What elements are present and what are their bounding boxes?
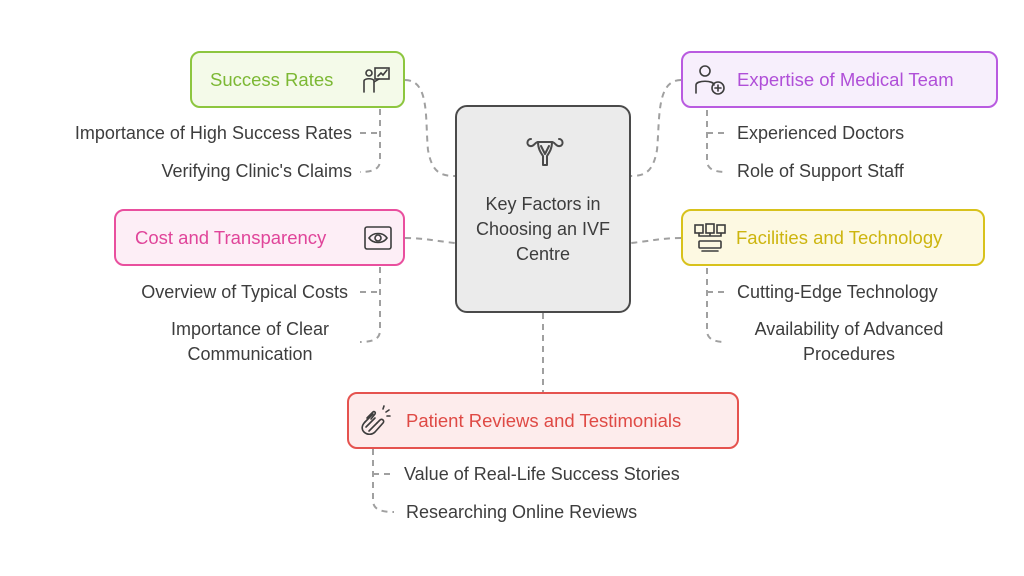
connector-expertise-items	[706, 110, 727, 173]
connector-success	[404, 79, 456, 177]
presentation-chart-icon	[363, 67, 390, 93]
node-patient-reviews[interactable]: Patient Reviews and Testimonials	[347, 392, 739, 449]
clapping-hands-icon	[361, 405, 391, 436]
center-title: Key Factors in Choosing an IVF Centre	[475, 194, 611, 264]
connector-cost	[404, 237, 456, 244]
connector-success-items	[359, 109, 381, 173]
node-facilities-title: Facilities and Technology	[736, 226, 943, 248]
success-item-1: Importance of High Success Rates	[74, 123, 352, 143]
center-node[interactable]: Key Factors in Choosing an IVF Centre	[455, 105, 631, 313]
connector-cost-items	[359, 267, 381, 343]
node-success-rates-title: Success Rates	[210, 68, 334, 90]
node-cost-transparency[interactable]: Cost and Transparency	[114, 209, 405, 266]
facilities-item-1: Cutting-Edge Technology	[737, 282, 938, 302]
node-reviews-title: Patient Reviews and Testimonials	[406, 409, 682, 431]
expertise-item-1: Experienced Doctors	[737, 123, 905, 143]
eye-transparency-icon	[364, 226, 392, 250]
doctor-medical-icon	[695, 65, 725, 95]
reviews-item-1: Value of Real-Life Success Stories	[404, 464, 680, 484]
facilities-item-2: Availability of Advanced Procedures	[754, 319, 944, 364]
cost-item-1: Overview of Typical Costs	[141, 282, 348, 302]
success-item-2: Verifying Clinic's Claims	[161, 161, 353, 181]
connector-facilities-items	[706, 268, 727, 343]
node-expertise-medical-team[interactable]: Expertise of Medical Team	[681, 51, 998, 108]
node-cost-title: Cost and Transparency	[135, 226, 327, 248]
node-facilities-technology[interactable]: Facilities and Technology	[681, 209, 985, 266]
uterus-icon	[526, 138, 564, 166]
connector-reviews-items	[372, 449, 395, 513]
reviews-item-2: Researching Online Reviews	[406, 502, 638, 522]
node-success-rates[interactable]: Success Rates	[190, 51, 405, 108]
node-expertise-title: Expertise of Medical Team	[737, 68, 954, 90]
cost-item-2: Importance of Clear Communication	[170, 319, 330, 364]
lab-equipment-icon	[694, 223, 726, 252]
expertise-item-2: Role of Support Staff	[737, 161, 904, 181]
connector-facilities	[630, 237, 682, 244]
connector-expertise	[630, 79, 682, 177]
